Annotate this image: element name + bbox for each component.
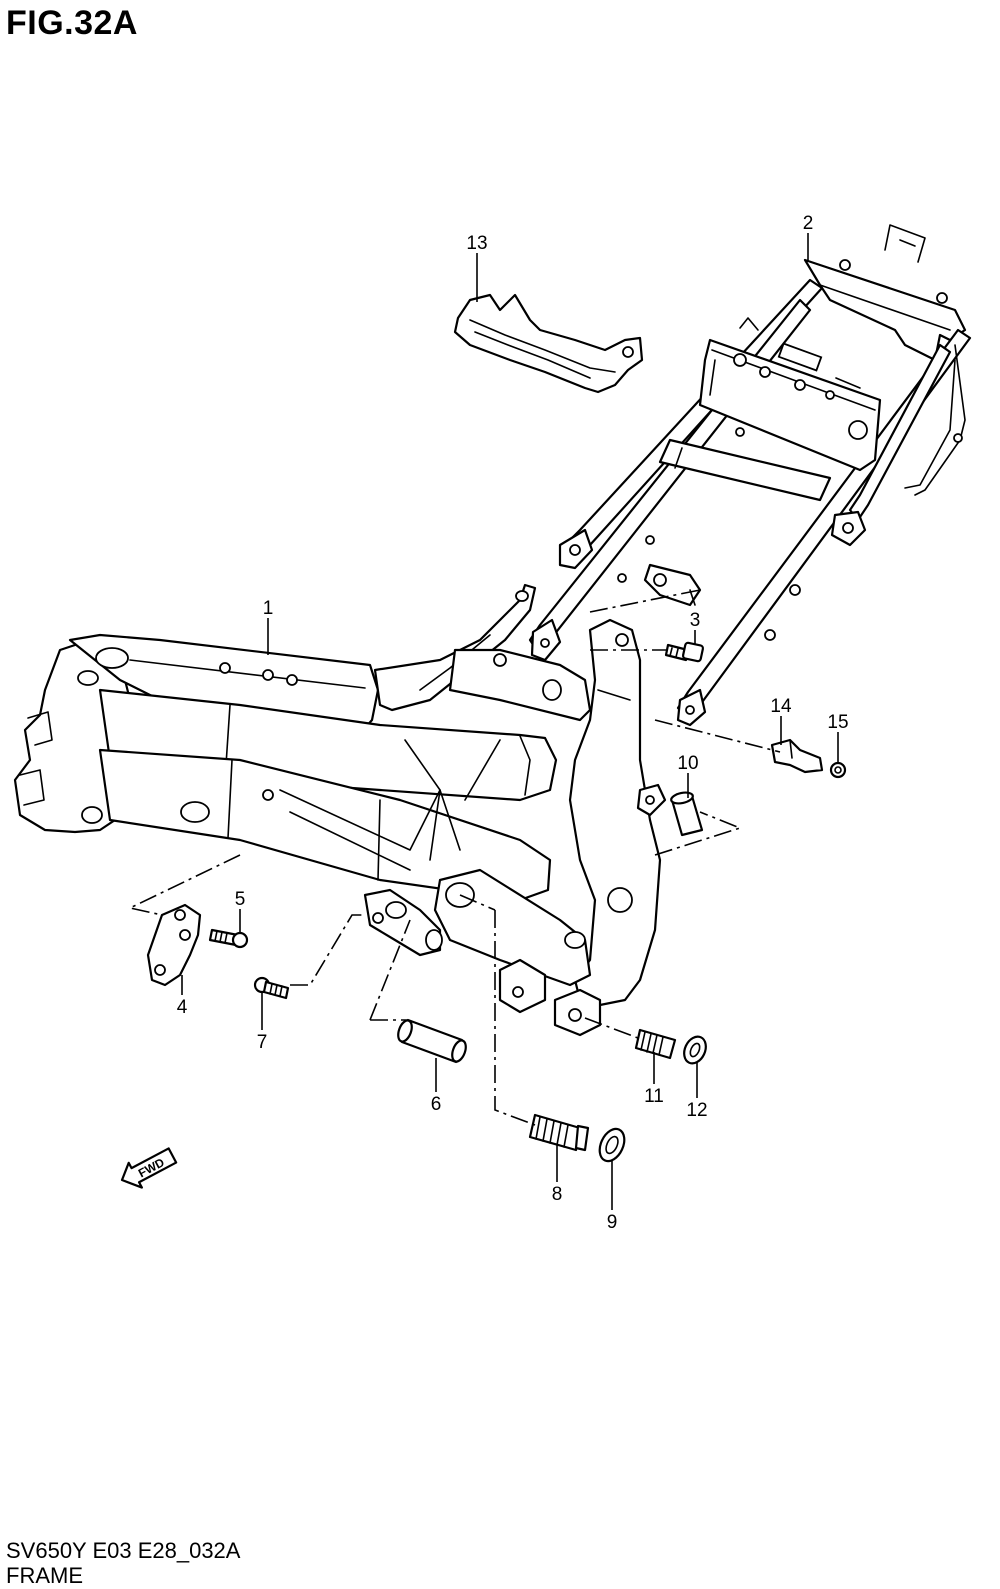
fwd-arrow-icon: FWD [120, 1147, 178, 1189]
callout-6: 6 [431, 1094, 442, 1115]
part-15-nut[interactable] [829, 761, 847, 779]
figure-title: FIG.32A [6, 4, 138, 42]
part-1-main-frame[interactable] [13, 583, 667, 1037]
callout-13: 13 [466, 233, 487, 254]
callout-labels: 1 2 3 4 5 6 7 8 9 10 11 12 13 14 15 [177, 213, 849, 1233]
callout-15: 15 [827, 712, 848, 733]
callout-7: 7 [257, 1032, 268, 1053]
part-11-adjuster[interactable] [634, 1028, 677, 1060]
callout-10: 10 [677, 753, 698, 774]
callout-4: 4 [177, 997, 188, 1018]
part-5-bolt[interactable] [208, 928, 249, 949]
callout-1: 1 [263, 598, 274, 619]
callout-11: 11 [644, 1086, 664, 1107]
callout-2: 2 [803, 213, 814, 234]
model-code: SV650Y E03 E28_032A [6, 1538, 241, 1563]
part-6-spacer[interactable] [396, 1018, 469, 1064]
part-14-bracket[interactable] [770, 738, 824, 774]
part-10-collar[interactable] [670, 791, 704, 837]
part-8-adjuster[interactable] [528, 1113, 590, 1152]
callout-9: 9 [607, 1212, 618, 1233]
callout-14: 14 [770, 696, 792, 717]
part-7-bolt[interactable] [253, 976, 290, 1000]
callout-3: 3 [690, 610, 701, 631]
part-9-locknut[interactable] [595, 1125, 629, 1165]
callout-12: 12 [686, 1100, 707, 1121]
part-12-locknut[interactable] [680, 1033, 710, 1067]
leader-lines [127, 233, 839, 1210]
section-name: FRAME [6, 1563, 83, 1588]
callout-5: 5 [235, 889, 246, 910]
callout-8: 8 [552, 1184, 563, 1205]
part-3-bolt[interactable] [664, 641, 705, 663]
part-13-cover[interactable] [453, 293, 644, 394]
part-4-plate[interactable] [146, 903, 202, 987]
part-2-rear-subframe[interactable] [528, 224, 972, 727]
